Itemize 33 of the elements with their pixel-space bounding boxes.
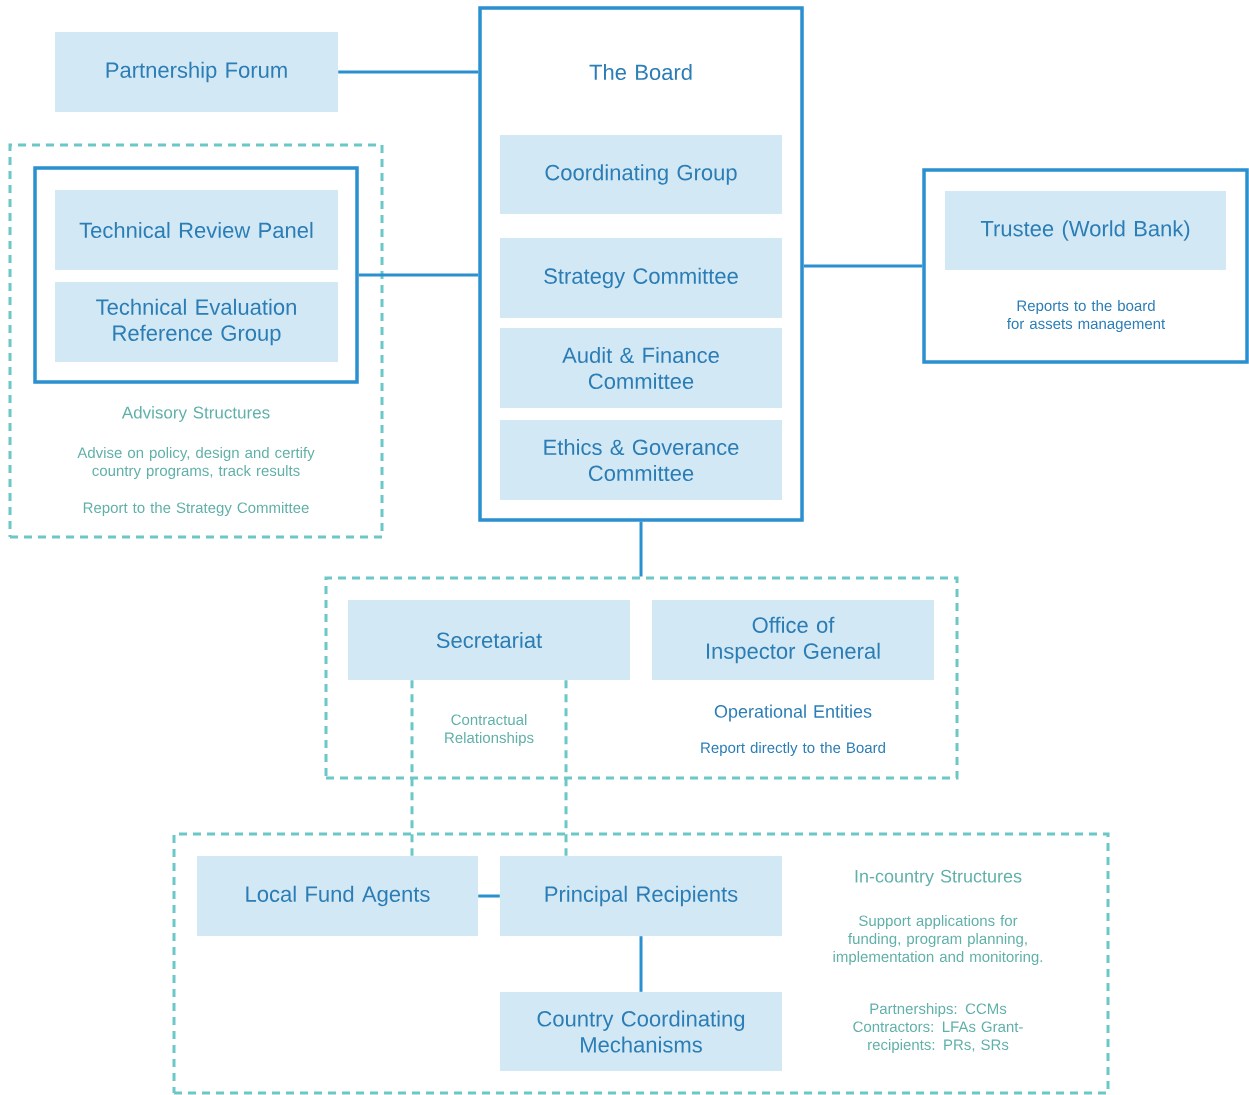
connector-line — [410, 680, 414, 856]
recipients-box: Principal Recipients — [500, 856, 782, 936]
group-description: Advise on policy, design and certify country programs, track results — [77, 447, 315, 479]
connector-line — [803, 264, 923, 268]
group-note: Report directly to the Board — [701, 742, 885, 756]
relationship-label: Contractual Relationships — [445, 714, 534, 746]
trustee-box: Trustee (World Bank) — [945, 191, 1226, 270]
panel-box: Technical Review Panel — [55, 190, 338, 270]
group-note: Partnerships: CCMs Contractors: LFAs Grant-recipients: PRs, SRs — [853, 1003, 1023, 1053]
group-heading: In-country Structures — [855, 869, 1022, 887]
board-title: The Board — [589, 63, 692, 81]
trustee-note: Reports to the board for assets management — [1007, 300, 1166, 332]
committee-box: Strategy Committee — [500, 238, 782, 318]
agents-box: Local Fund Agents — [197, 856, 478, 936]
panel-frame — [33, 166, 359, 384]
office-box: Office of Inspector General — [652, 600, 934, 680]
connector-line — [478, 894, 500, 898]
group-box: Technical Evaluation Reference Group — [55, 282, 338, 362]
group-description: Support applications for funding, program planning, implementation and monitoring. — [833, 915, 1043, 965]
forum-box: Partnership Forum — [55, 32, 338, 112]
secretariat-box: Secretariat — [348, 600, 630, 680]
committee-box: Ethics & Goverance Committee — [500, 420, 782, 500]
group-note: Report to the Strategy Committee — [83, 502, 309, 516]
connector-line — [639, 936, 643, 992]
connector-line — [338, 70, 479, 74]
connector-line — [639, 521, 643, 577]
group-box: Coordinating Group — [500, 135, 782, 214]
group-heading: Operational Entities — [714, 704, 872, 722]
mechanisms-box: Country Coordinating Mechanisms — [500, 992, 782, 1071]
committee-box: Audit & Finance Committee — [500, 328, 782, 408]
group-heading: Advisory Structures — [121, 406, 270, 422]
connector-line — [358, 273, 479, 277]
connector-line — [564, 680, 568, 856]
